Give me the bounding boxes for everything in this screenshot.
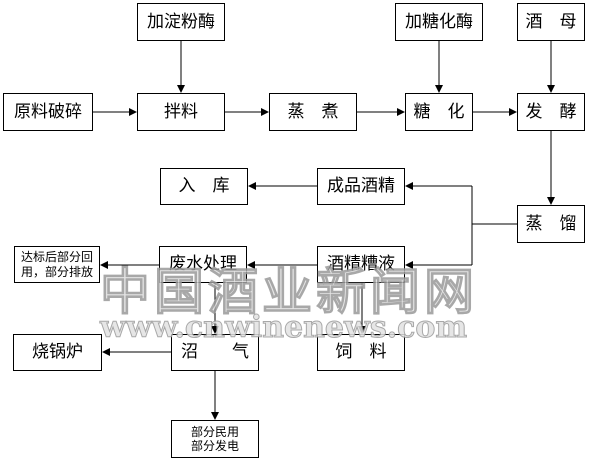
box-boiler: 烧锅炉 — [13, 334, 102, 371]
box-storage: 入 库 — [160, 168, 248, 205]
box-cooking: 蒸 煮 — [269, 93, 357, 131]
box-amylase: 加淀粉酶 — [137, 3, 225, 41]
box-crushing: 原料破碎 — [3, 93, 93, 131]
box-glucoamylase: 加糖化酶 — [395, 3, 483, 41]
box-fermentation: 发 酵 — [517, 93, 585, 131]
box-saccharification: 糖 化 — [405, 93, 473, 131]
box-civil-power: 部分民用 部分发电 — [171, 420, 259, 458]
box-wastewater: 废水处理 — [159, 246, 247, 283]
box-feed: 饲 料 — [317, 334, 405, 371]
box-reuse-discharge: 达标后部分回用，部分排放 — [14, 246, 100, 283]
box-stillage: 酒精糟液 — [317, 246, 405, 283]
box-finished-alcohol: 成品酒精 — [317, 168, 405, 205]
box-yeast: 酒 母 — [517, 3, 585, 41]
box-biogas: 沼 气 — [171, 334, 259, 371]
box-mixing: 拌料 — [137, 93, 225, 131]
box-distillation: 蒸 馏 — [517, 205, 585, 243]
